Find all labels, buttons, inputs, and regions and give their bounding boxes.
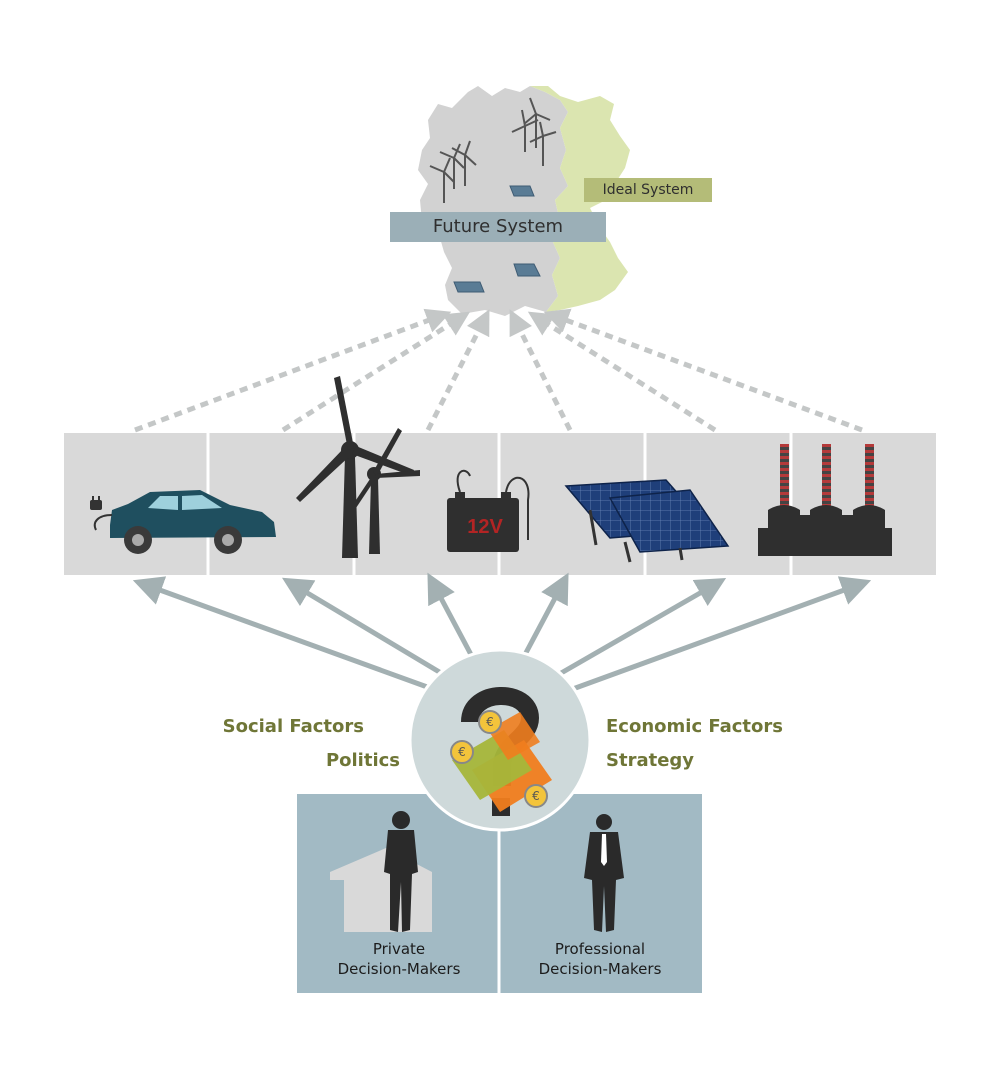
private-person-icon (384, 811, 418, 932)
professional-decision-makers-label: Professional Decision-Makers (500, 939, 700, 979)
private-line2: Decision-Makers (337, 960, 461, 978)
professional-line2: Decision-Makers (538, 960, 662, 978)
social-factors-label: Social Factors (222, 716, 364, 737)
private-line1: Private (372, 940, 426, 958)
question-money-icon: € € € (408, 648, 592, 832)
power-plant-icon (758, 444, 892, 556)
svg-text:€: € (486, 715, 494, 729)
battery-icon: 12V (447, 469, 530, 552)
politics-label: Politics (325, 750, 400, 771)
professional-line1: Professional (554, 940, 646, 958)
economic-factors-label: Economic Factors (606, 716, 783, 737)
map-wind-turbine-icon (429, 97, 557, 203)
germany-map (418, 86, 630, 316)
battery-voltage-label: 12V (467, 516, 503, 538)
strategy-label: Strategy (606, 750, 695, 771)
map-future-region (418, 86, 568, 316)
solar-panel-icon (564, 479, 730, 563)
businessman-icon (584, 814, 624, 932)
svg-text:€: € (458, 745, 466, 759)
solid-arrows (132, 572, 872, 693)
map-solar-panel-icon (453, 185, 541, 293)
private-decision-makers-label: Private Decision-Makers (299, 939, 499, 979)
wind-turbine-icon (296, 376, 420, 558)
electric-car-icon (90, 490, 276, 554)
dashed-arrows (134, 308, 863, 433)
svg-text:€: € (532, 789, 540, 803)
ideal-system-label: Ideal System (584, 178, 712, 202)
map-ideal-region (530, 86, 630, 312)
future-system-label: Future System (390, 212, 606, 242)
